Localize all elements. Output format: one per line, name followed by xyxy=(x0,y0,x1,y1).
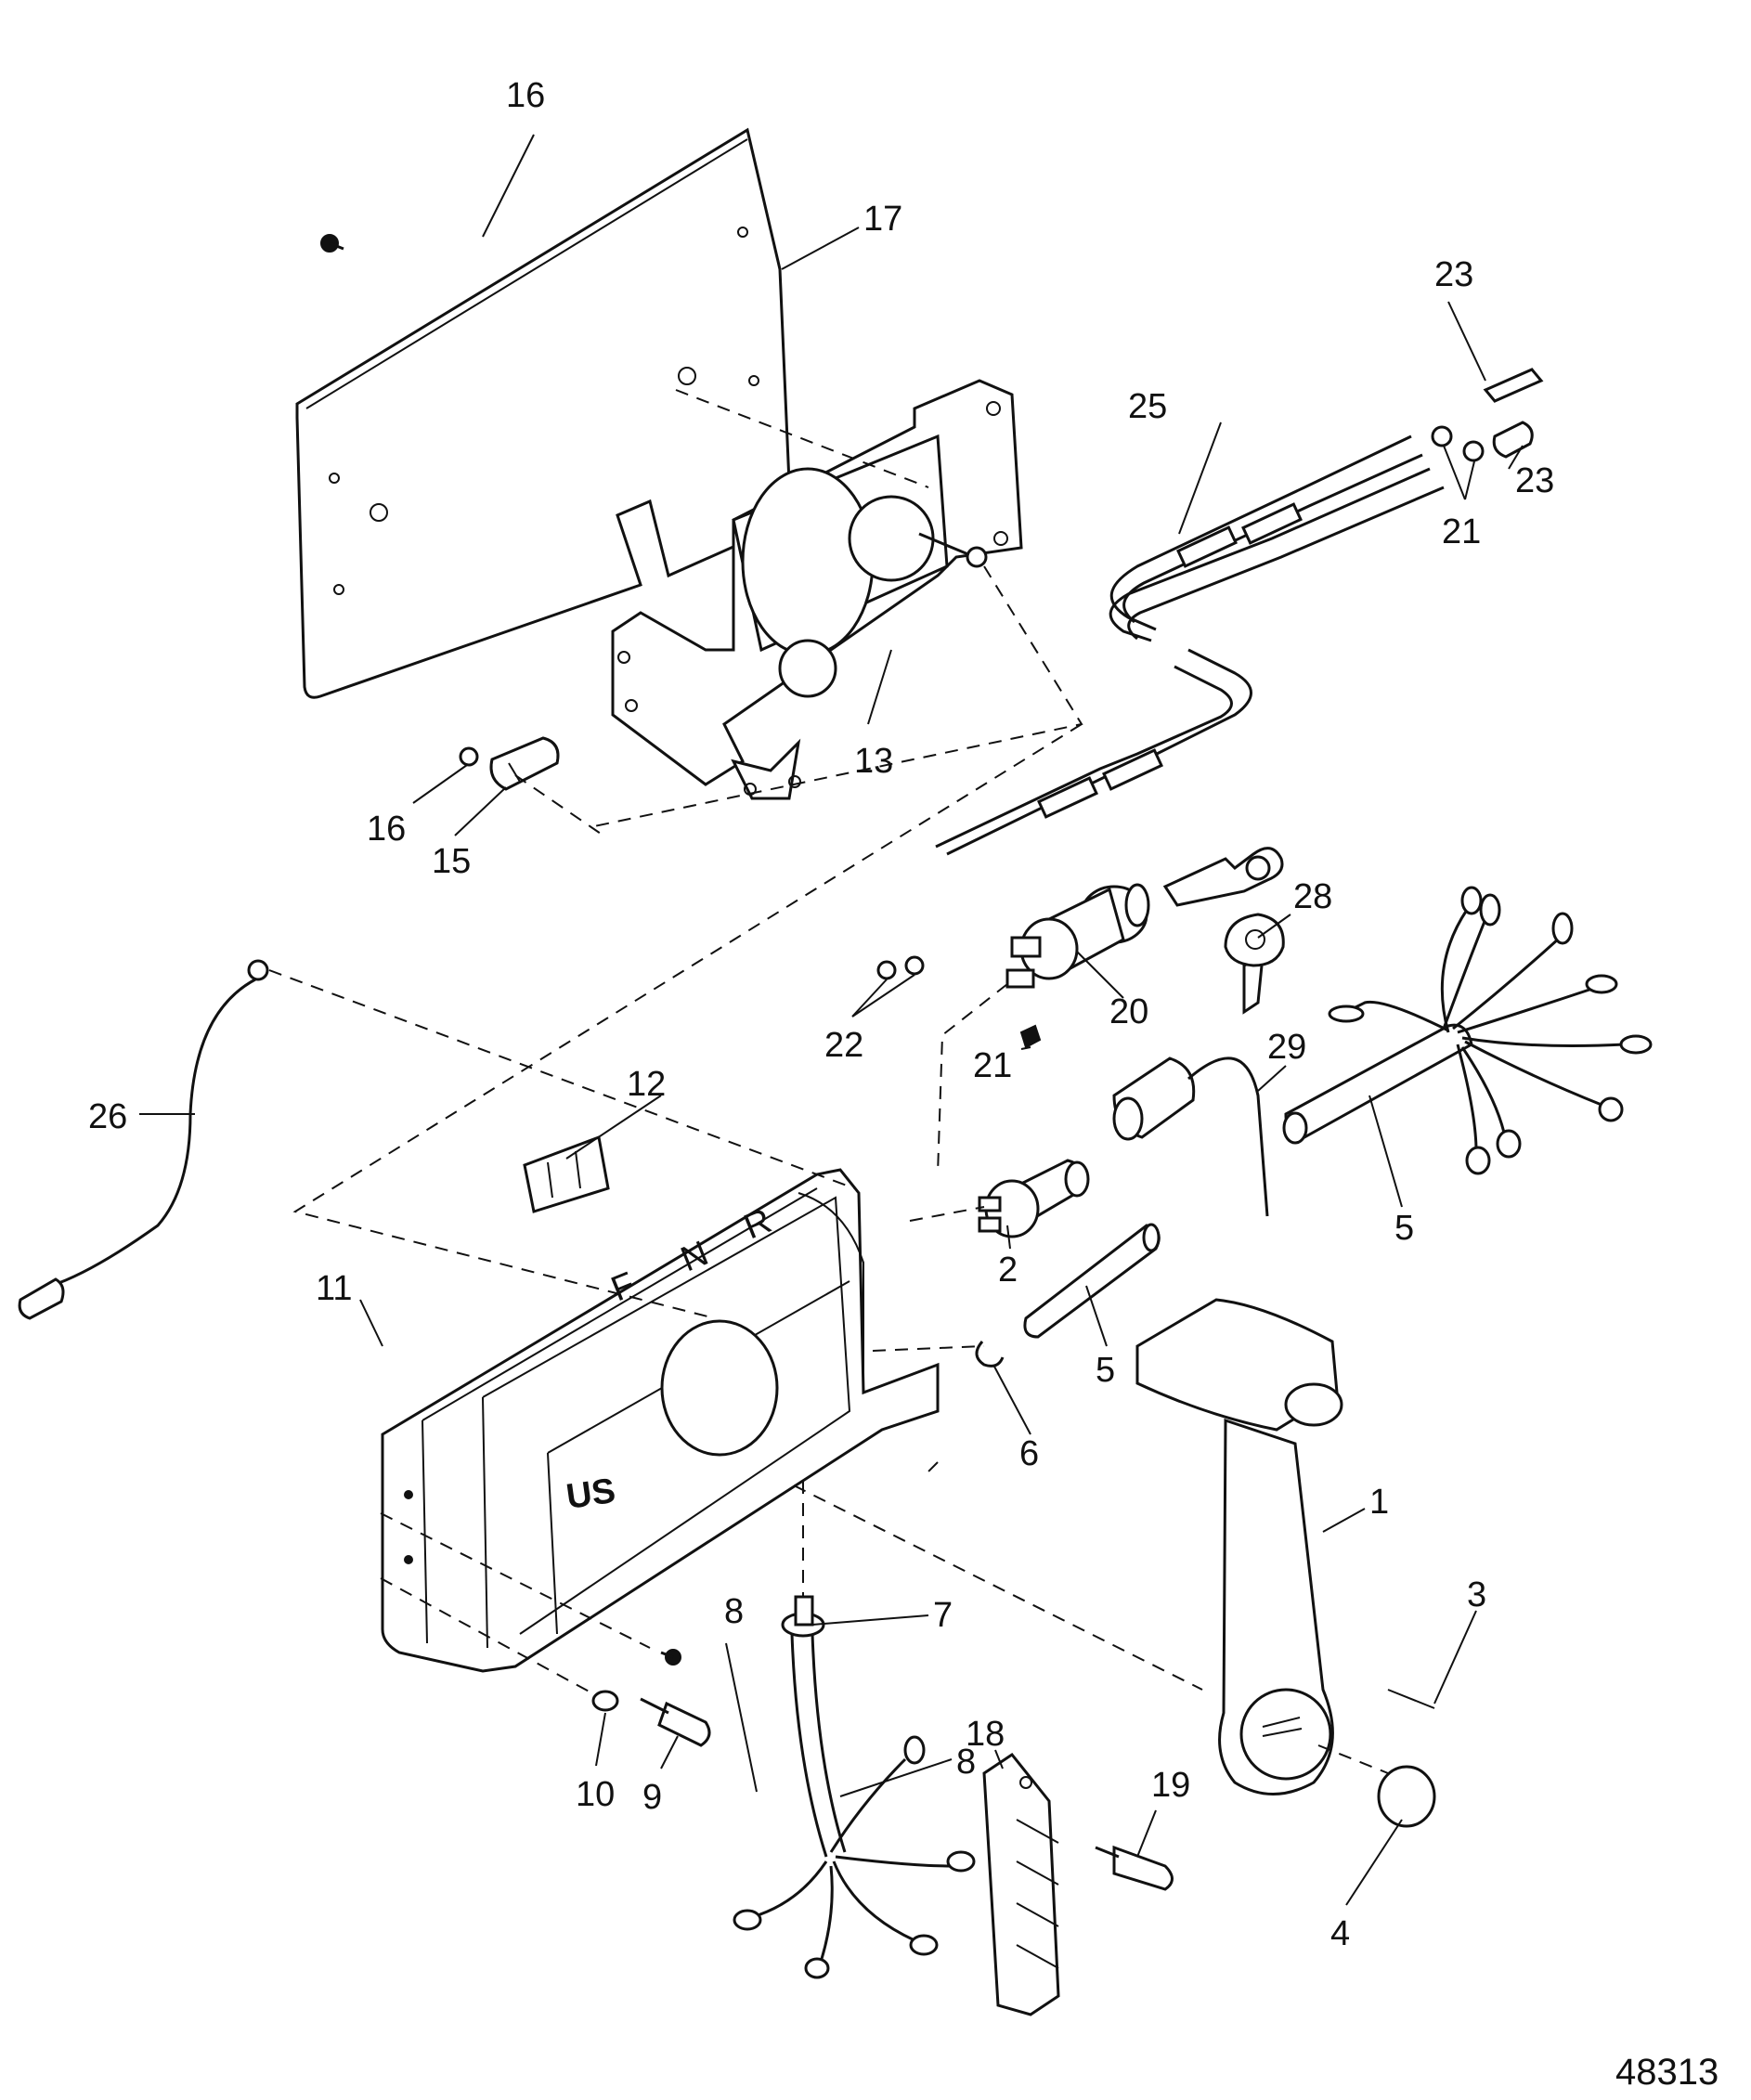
screw-part-9 xyxy=(660,1649,681,1666)
callout-25: 23 xyxy=(1515,461,1554,500)
callout-23-lower: 22 xyxy=(824,1026,863,1065)
tip-part-25 xyxy=(1492,421,1534,459)
callout-21: 20 xyxy=(1109,992,1148,1031)
callout-29: 29 xyxy=(1267,1028,1306,1067)
tube-part-5 xyxy=(1023,1223,1161,1339)
figure-number: 48313 xyxy=(1615,2052,1719,2093)
callout-14: 13 xyxy=(854,742,893,781)
assembly-lines xyxy=(268,389,1389,1774)
cap-part-4 xyxy=(1377,1765,1436,1828)
control-handle xyxy=(1135,1298,1343,1795)
lead-wire-part-27 xyxy=(18,959,269,1320)
callout-1: 1 xyxy=(1369,1483,1389,1522)
grommet-part-7 xyxy=(781,1595,825,1638)
nut-part-22 xyxy=(1019,1024,1042,1049)
callout-labels: 16 17 23 25 23 21 13 16 15 28 20 29 22 1… xyxy=(88,76,1719,2093)
pin-part-3 xyxy=(1387,1689,1435,1709)
callout-27: 26 xyxy=(88,1097,127,1136)
callout-20: 19 xyxy=(1151,1766,1190,1805)
pin-part-24 xyxy=(1483,368,1544,403)
callout-18: 17 xyxy=(863,200,902,239)
retainer-part-15 xyxy=(489,736,560,791)
nut-part-16 xyxy=(459,746,479,767)
lanyard-cap xyxy=(1112,1056,1269,1217)
callout-24: 23 xyxy=(1434,255,1473,294)
screw-part-10 xyxy=(640,1697,711,1747)
callout-9: 8 xyxy=(724,1592,744,1631)
callout-8: 8 xyxy=(956,1743,976,1782)
ignition-switch xyxy=(1005,883,1150,989)
ignition-keys xyxy=(1162,847,1285,1015)
screw-part-17 xyxy=(320,234,344,253)
callout-22: 21 xyxy=(973,1046,1012,1085)
callout-5-upper: 5 xyxy=(1394,1209,1414,1248)
callout-28: 28 xyxy=(1293,877,1332,916)
terminal-block-part-19 xyxy=(982,1752,1060,2016)
control-housing: US F N R xyxy=(381,1168,940,1673)
callout-6: 6 xyxy=(1019,1434,1039,1473)
callout-11: 10 xyxy=(576,1775,615,1814)
leader-lines xyxy=(139,134,1524,1906)
callout-23-upper: 21 xyxy=(1442,512,1481,551)
neutral-plate-part-13 xyxy=(523,1134,610,1213)
mounting-plate xyxy=(295,127,791,699)
callout-16: 16 xyxy=(367,810,406,849)
callout-10: 9 xyxy=(642,1778,662,1817)
washer-part-11 xyxy=(591,1690,619,1712)
nuts-part-23-upper xyxy=(1431,425,1485,462)
callout-17: 16 xyxy=(506,76,545,115)
callout-12: 11 xyxy=(316,1269,352,1308)
clip-part-6 xyxy=(975,1341,1005,1368)
callout-13: 12 xyxy=(627,1065,666,1104)
callout-3: 3 xyxy=(1467,1575,1486,1614)
callout-2: 2 xyxy=(998,1251,1018,1290)
callout-26: 25 xyxy=(1128,387,1167,426)
nuts-part-23-lower xyxy=(876,955,925,980)
callout-4: 4 xyxy=(1330,1914,1350,1953)
callout-15: 15 xyxy=(432,842,471,881)
screw-part-20 xyxy=(1095,1845,1174,1891)
switch-part-2 xyxy=(978,1159,1090,1238)
callout-5-lower: 5 xyxy=(1096,1351,1115,1390)
control-cables xyxy=(935,434,1445,856)
callout-19: 18 xyxy=(966,1715,1005,1754)
harness-part-8 xyxy=(733,1633,976,1979)
panel-brand: US xyxy=(564,1471,617,1517)
control-mechanism xyxy=(611,379,1023,800)
callout-7: 7 xyxy=(933,1596,953,1635)
wiring-harness xyxy=(1282,886,1653,1175)
